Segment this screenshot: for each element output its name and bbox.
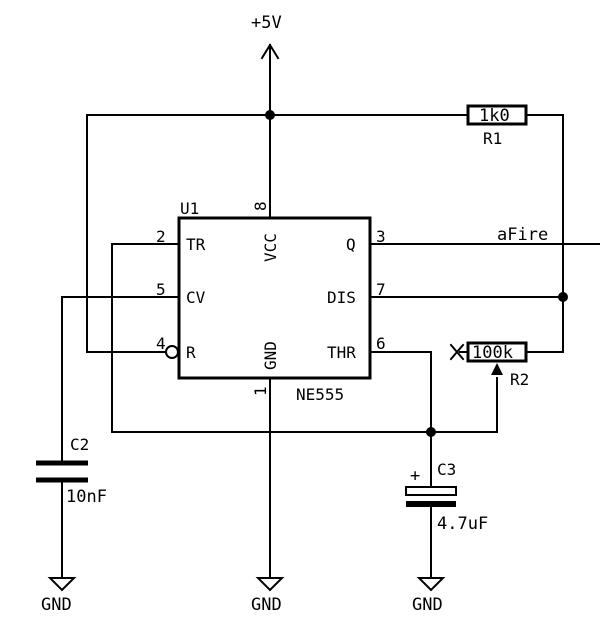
ground-icon: [47, 577, 77, 592]
junction-dot: [265, 110, 275, 120]
r1-resistor: 1k0 R1: [466, 104, 528, 148]
u1-ref: U1: [180, 199, 199, 218]
c2-ref: C2: [70, 435, 89, 454]
c3-ref: C3: [437, 460, 456, 479]
pin-name-dis: DIS: [327, 288, 356, 307]
no-connect-icon: [449, 343, 465, 361]
pin-name-tr: TR: [186, 235, 206, 254]
c3-plate-positive: [405, 486, 457, 496]
pin-number-vcc: 8: [251, 201, 270, 211]
reset-inversion-bubble: [165, 345, 179, 359]
r2-potentiometer: 100k R2: [449, 341, 529, 389]
pin-name-gnd: GND: [261, 341, 280, 370]
pin-number-tr: 2: [156, 227, 166, 246]
r2-wiper-arrow-icon: [491, 363, 503, 375]
c2-value: 10nF: [66, 487, 107, 507]
pin-number-cv: 5: [156, 280, 166, 299]
junction-dot: [426, 427, 436, 437]
r1-body: [466, 104, 528, 126]
pin-name-q: Q: [346, 235, 356, 254]
r2-body: [466, 341, 528, 363]
junction-dot: [558, 292, 568, 302]
u1-value: NE555: [296, 385, 344, 404]
pin-name-vcc: VCC: [261, 233, 280, 262]
pin-name-cv: CV: [186, 288, 206, 307]
gnd-label: GND: [412, 595, 443, 615]
c3-capacitor: + C3 4.7uF: [405, 460, 488, 534]
pin-number-dis: 7: [376, 280, 386, 299]
vcc-power-symbol: +5V: [251, 13, 282, 60]
r1-ref: R1: [483, 129, 502, 148]
pin-name-thr: THR: [327, 343, 356, 362]
net-label-afire: aFire: [497, 225, 548, 245]
pin-number-r: 4: [156, 334, 166, 353]
gnd-symbol-u1: GND: [251, 577, 285, 615]
r2-value: 100k: [472, 343, 513, 363]
ground-icon: [416, 577, 446, 592]
pin-number-thr: 6: [376, 334, 386, 353]
r2-ref: R2: [510, 370, 529, 389]
pin-number-q: 3: [376, 227, 386, 246]
gnd-label: GND: [41, 595, 72, 615]
gnd-symbol-c2: GND: [41, 577, 77, 615]
pin-number-gnd: 1: [251, 386, 270, 396]
pin-name-r: R: [186, 343, 196, 362]
u1-body: [177, 216, 372, 380]
u1-ne555: U1 NE555 2 5 4 3 7 6 8 1 TR CV R Q DIS T…: [156, 199, 386, 404]
gnd-symbol-c3: GND: [412, 577, 446, 615]
c3-value: 4.7uF: [437, 514, 488, 534]
ground-icon: [255, 577, 285, 592]
vcc-arrow-icon: [260, 43, 280, 60]
r1-value: 1k0: [479, 106, 510, 126]
c2-capacitor: C2 10nF: [36, 435, 107, 507]
junctions: [265, 110, 568, 437]
vcc-label: +5V: [251, 13, 282, 33]
c3-polarity: +: [410, 466, 420, 486]
gnd-label: GND: [251, 595, 282, 615]
